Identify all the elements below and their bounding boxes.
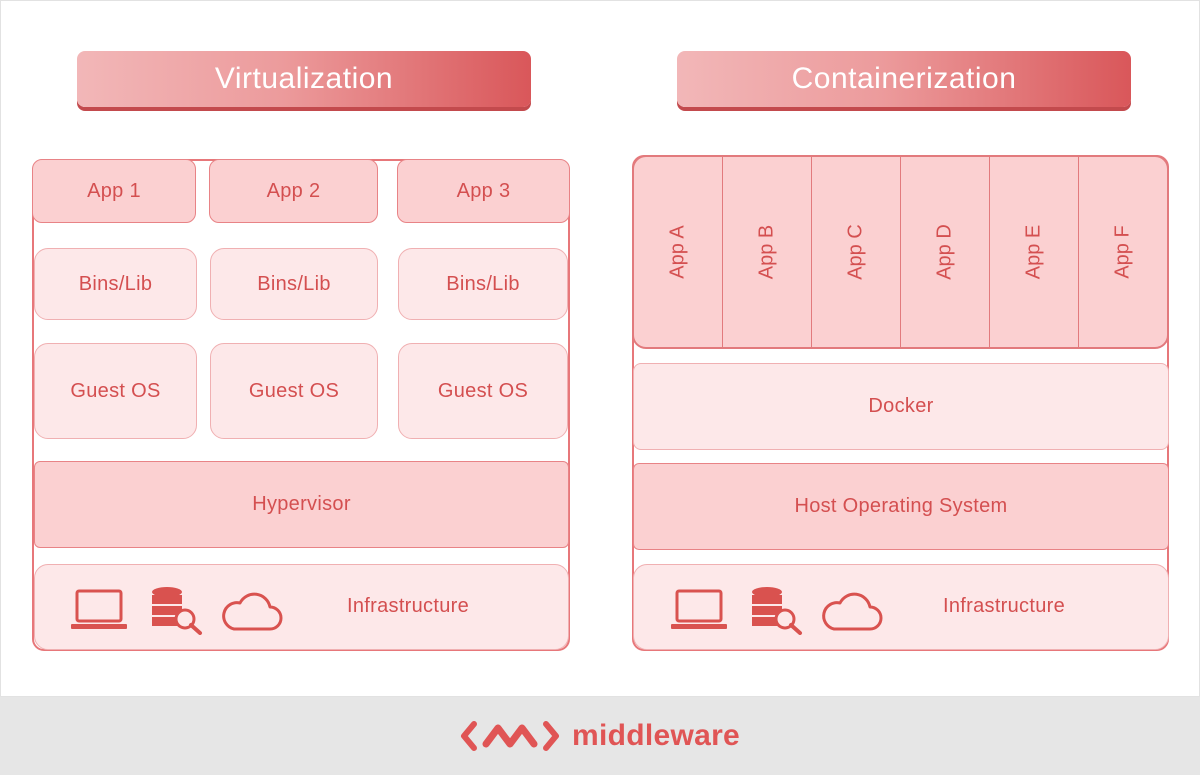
app-f-label: App F [1111, 225, 1134, 279]
cloud-icon [822, 592, 883, 631]
guest-os-1-layer: Guest OS [34, 343, 197, 439]
laptop-icon [71, 589, 127, 629]
guest-os-3-layer: Guest OS [398, 343, 568, 439]
app-3-layer: App 3 [397, 159, 570, 223]
host-os-layer: Host Operating System [633, 463, 1169, 550]
app-d-label: App D [933, 224, 956, 280]
guest-os-2-layer: Guest OS [210, 343, 378, 439]
infrastructure-label: Infrastructure [347, 595, 470, 617]
bins-lib-1-layer: Bins/Lib [34, 248, 197, 320]
app-1-layer: App 1 [32, 159, 196, 223]
hypervisor-layer: Hypervisor [34, 461, 569, 548]
containerization-title: Containerization [677, 51, 1131, 107]
app-e-layer: App E [990, 157, 1079, 347]
virtualization-title: Virtualization [77, 51, 531, 107]
middleware-logo: middleware [460, 716, 740, 756]
app-2-layer: App 2 [209, 159, 378, 223]
cloud-icon [222, 592, 283, 631]
docker-layer: Docker [633, 363, 1169, 450]
app-a-label: App A [666, 225, 689, 279]
app-f-layer: App F [1079, 157, 1167, 347]
app-b-layer: App B [723, 157, 812, 347]
app-a-layer: App A [634, 157, 723, 347]
laptop-icon [671, 589, 727, 629]
container-apps-row: App A App B App C App D App E App F [632, 155, 1169, 349]
database-search-icon [152, 587, 202, 635]
bins-lib-3-layer: Bins/Lib [398, 248, 568, 320]
bins-lib-2-layer: Bins/Lib [210, 248, 378, 320]
app-c-layer: App C [812, 157, 901, 347]
diagram-canvas: Virtualization App 1 App 2 App 3 Bins/Li… [0, 0, 1200, 697]
brand-name: middleware [571, 719, 741, 752]
infrastructure-layer-virtualization: Infrastructure [34, 564, 569, 650]
app-d-layer: App D [901, 157, 990, 347]
app-c-label: App C [844, 224, 867, 280]
app-e-label: App E [1022, 224, 1045, 280]
database-search-icon [752, 587, 802, 635]
footer: middleware [0, 697, 1200, 775]
app-b-label: App B [755, 224, 778, 280]
infrastructure-label: Infrastructure [943, 595, 1066, 617]
middleware-logo-icon [460, 721, 559, 751]
